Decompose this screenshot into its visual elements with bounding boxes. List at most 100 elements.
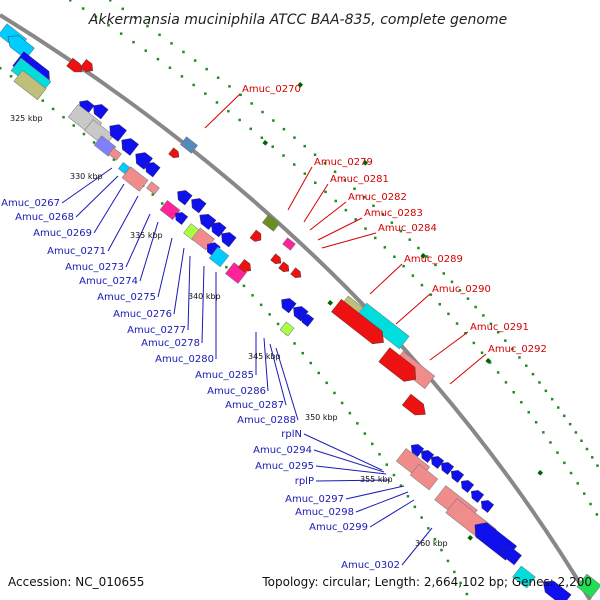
guide-dot-1: [242, 284, 246, 288]
guide-dot-0: [69, 0, 72, 2]
guide-dot-0: [420, 283, 424, 287]
guide-dot-0: [488, 361, 492, 364]
guide-dot-2: [574, 431, 578, 434]
forward-gene-label: Amuc_0289: [404, 254, 463, 265]
reverse-gene-label: Amuc_0278: [141, 338, 200, 349]
gene-arrow: [411, 444, 425, 457]
leader-line: [263, 337, 269, 392]
reverse-gene-label: Amuc_0280: [155, 354, 214, 365]
gene-feature: [512, 565, 536, 589]
guide-dot-1: [440, 548, 443, 552]
guide-dot-1: [413, 505, 417, 509]
guide-dot-1: [317, 371, 320, 375]
guide-dot-1: [225, 265, 228, 269]
gene-feature: [221, 232, 237, 248]
guide-dot-2: [458, 289, 462, 292]
reverse-gene-label: Amuc_0271: [47, 246, 106, 257]
guide-dot-0: [168, 66, 172, 69]
gene-arrow: [109, 124, 127, 142]
gene-feature: [441, 462, 455, 475]
gene-feature: [290, 267, 302, 278]
gene-feature: [93, 104, 109, 120]
reverse-gene-label: Amuc_0288: [237, 415, 296, 426]
guide-dot-2: [282, 127, 286, 131]
guide-dot-0: [81, 7, 85, 10]
leader-line: [313, 449, 385, 473]
guide-dot-2: [580, 439, 583, 442]
guide-dot-2: [372, 204, 375, 207]
reverse-gene-label: Amuc_0295: [255, 461, 314, 472]
major-tick: [262, 139, 269, 146]
guide-dot-0: [504, 381, 508, 384]
major-tick: [297, 82, 304, 88]
gene-feature: [13, 69, 47, 101]
gene-feature: [135, 152, 153, 170]
gene-arrow: [93, 104, 109, 120]
reverse-gene-label: Amuc_0275: [97, 292, 156, 303]
gene-feature: [79, 59, 93, 72]
guide-dot-0: [282, 154, 285, 157]
guide-dot-2: [563, 414, 566, 418]
guide-dot-2: [146, 24, 149, 28]
guide-dot-0: [156, 57, 160, 61]
gene-arrow: [168, 147, 180, 158]
guide-dot-2: [390, 221, 394, 224]
guide-dot-2: [193, 59, 197, 62]
gene-arrow: [278, 261, 290, 272]
gene-feature: [175, 212, 189, 225]
guide-dot-2: [450, 280, 454, 284]
gene-arrow: [121, 138, 139, 156]
guide-dot-0: [549, 441, 552, 444]
gene-arrow: [431, 456, 445, 469]
gene-feature: [108, 147, 122, 161]
guide-dot-0: [374, 236, 377, 240]
leader-line: [369, 499, 415, 528]
forward-gene-label: Amuc_0270: [242, 84, 301, 95]
guide-dot-2: [434, 263, 437, 267]
gene-arrow: [66, 57, 83, 73]
guide-dot-1: [72, 124, 75, 127]
leader-line: [187, 255, 191, 331]
guide-dot-2: [544, 389, 548, 393]
guide-dot-1: [465, 592, 469, 596]
gene-arrow: [199, 214, 217, 230]
guide-dot-2: [293, 136, 296, 139]
guide-dot-1: [420, 516, 423, 519]
guide-dot-0: [354, 218, 357, 221]
gene-feature: [501, 547, 522, 566]
gene-feature: [66, 57, 83, 73]
gene-box: [121, 166, 149, 192]
reverse-gene-label: rplP: [295, 476, 314, 487]
gene-feature: [121, 166, 149, 192]
gene-arrow: [237, 259, 251, 272]
leader-line: [269, 343, 287, 406]
guide-dot-2: [550, 397, 554, 401]
leader-line: [345, 485, 405, 500]
gene-feature: [177, 190, 193, 206]
guide-dot-2: [109, 0, 112, 2]
gene-feature: [262, 214, 280, 232]
guide-dot-2: [121, 7, 124, 11]
guide-dot-0: [271, 145, 274, 148]
guide-dot-2: [381, 213, 384, 216]
guide-dot-0: [192, 83, 195, 87]
gene-feature: [168, 147, 180, 158]
leader-line: [61, 167, 113, 204]
guide-dot-2: [353, 187, 356, 190]
gene-arrow: [451, 470, 465, 483]
guide-dot-2: [596, 464, 599, 467]
guide-dot-2: [182, 50, 185, 54]
gene-arrow: [79, 59, 93, 72]
gene-box: [108, 147, 122, 161]
guide-dot-2: [489, 322, 493, 326]
guide-dot-2: [568, 422, 572, 426]
reverse-gene-label: Amuc_0285: [195, 370, 254, 381]
forward-gene-label: Amuc_0281: [330, 174, 389, 185]
gene-arrow: [481, 500, 495, 513]
guide-dot-1: [92, 141, 96, 144]
reverse-gene-label: Amuc_0269: [33, 228, 92, 239]
gene-feature: [411, 444, 425, 457]
gene-feature: [199, 214, 217, 230]
guide-dot-2: [538, 381, 541, 384]
